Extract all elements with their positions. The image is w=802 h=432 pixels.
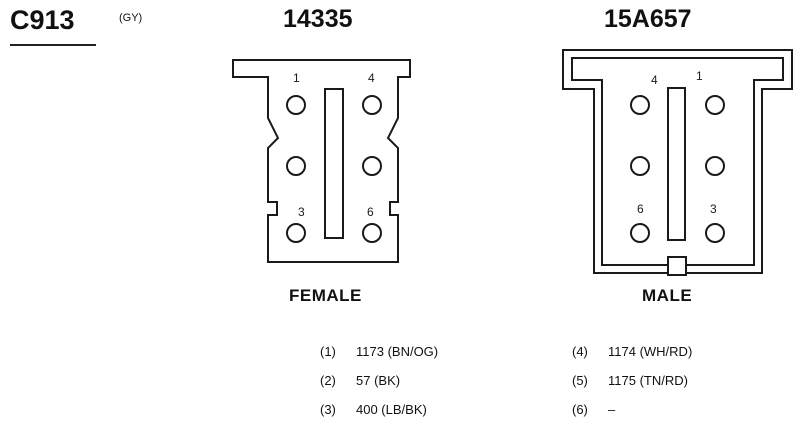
pin-number: (4) bbox=[572, 344, 588, 359]
pin-circuit: 1173 (BN/OG) bbox=[356, 344, 439, 359]
male-pin-3 bbox=[705, 223, 725, 243]
pinout-row-6: (6) – bbox=[572, 402, 615, 418]
pinout-row-3: (3) 400 (LB/BK) bbox=[320, 402, 427, 418]
male-pin-5 bbox=[630, 156, 650, 176]
pinout-row-2: (2) 57 (BK) bbox=[320, 373, 400, 389]
male-key-tab bbox=[667, 256, 687, 276]
connector-color: (GY) bbox=[119, 12, 143, 24]
pin-circuit: – bbox=[608, 402, 616, 417]
male-pin-4 bbox=[630, 95, 650, 115]
female-part-number: 14335 bbox=[283, 5, 353, 33]
pin-number: (3) bbox=[320, 402, 336, 417]
female-pin-6 bbox=[362, 223, 382, 243]
male-label: MALE bbox=[642, 286, 693, 305]
female-pin-1 bbox=[286, 95, 306, 115]
male-pin-label-1: 1 bbox=[696, 69, 703, 83]
female-pin-label-4: 4 bbox=[368, 71, 375, 85]
male-pin-label-6: 6 bbox=[637, 202, 644, 216]
pin-number: (2) bbox=[320, 373, 336, 388]
pin-number: (1) bbox=[320, 344, 336, 359]
male-connector-inner bbox=[571, 57, 784, 266]
pinout-row-5: (5) 1175 (TN/RD) bbox=[572, 373, 688, 389]
pinout-row-1: (1) 1173 (BN/OG) bbox=[320, 344, 438, 360]
pin-circuit: 1175 (TN/RD) bbox=[608, 373, 688, 388]
male-pin-2 bbox=[705, 156, 725, 176]
female-pin-label-3: 3 bbox=[298, 205, 305, 219]
female-pin-label-6: 6 bbox=[367, 205, 374, 219]
male-pin-label-4: 4 bbox=[651, 73, 658, 87]
pin-circuit: 1174 (WH/RD) bbox=[608, 344, 693, 359]
pin-number: (6) bbox=[572, 402, 588, 417]
female-center-slot bbox=[324, 88, 344, 239]
male-part-number: 15A657 bbox=[604, 5, 692, 33]
pin-circuit: 57 (BK) bbox=[356, 373, 401, 388]
female-connector-body bbox=[232, 59, 411, 263]
female-pin-2 bbox=[286, 156, 306, 176]
pin-circuit: 400 (LB/BK) bbox=[356, 402, 427, 417]
connector-id: C913 bbox=[10, 5, 75, 35]
female-pin-4 bbox=[362, 95, 382, 115]
male-pin-1 bbox=[705, 95, 725, 115]
connector-id-underline bbox=[10, 44, 96, 46]
male-connector-outer bbox=[562, 49, 793, 274]
female-label: FEMALE bbox=[289, 286, 362, 305]
female-pin-3 bbox=[286, 223, 306, 243]
pinout-row-4: (4) 1174 (WH/RD) bbox=[572, 344, 692, 360]
male-center-slot bbox=[667, 87, 686, 241]
male-pin-label-3: 3 bbox=[710, 202, 717, 216]
male-pin-6 bbox=[630, 223, 650, 243]
female-pin-label-1: 1 bbox=[293, 71, 300, 85]
female-pin-5 bbox=[362, 156, 382, 176]
pin-number: (5) bbox=[572, 373, 588, 388]
